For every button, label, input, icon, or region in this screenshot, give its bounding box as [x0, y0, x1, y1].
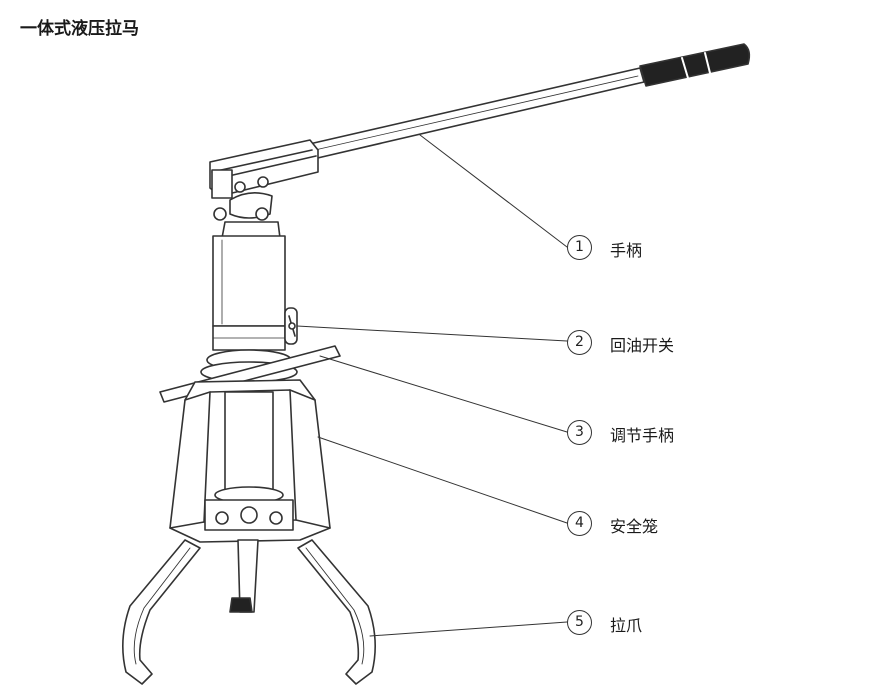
callout-number-1: 1	[567, 235, 592, 260]
release-valve	[284, 307, 298, 345]
cylinder-body	[212, 235, 286, 351]
diagram-title: 一体式液压拉马	[20, 19, 139, 39]
jaws	[122, 539, 376, 685]
callout-number-5: 5	[567, 610, 592, 635]
safety-cage	[169, 379, 331, 543]
callout-number-4: 4	[567, 511, 592, 536]
callout-label-adjusting-handle: 调节手柄	[610, 426, 675, 445]
spindle	[229, 539, 259, 613]
callout-label-release-valve: 回油开关	[610, 336, 675, 355]
callout-number-2: 2	[567, 330, 592, 355]
handle-head	[209, 139, 319, 239]
callout-label-safety-cage: 安全笼	[610, 517, 659, 536]
callout-label-handle: 手柄	[610, 241, 643, 260]
callout-number-3: 3	[567, 420, 592, 445]
callout-label-jaws: 拉爪	[610, 616, 643, 635]
handle-bar	[304, 43, 751, 161]
leader-lines	[296, 134, 568, 637]
